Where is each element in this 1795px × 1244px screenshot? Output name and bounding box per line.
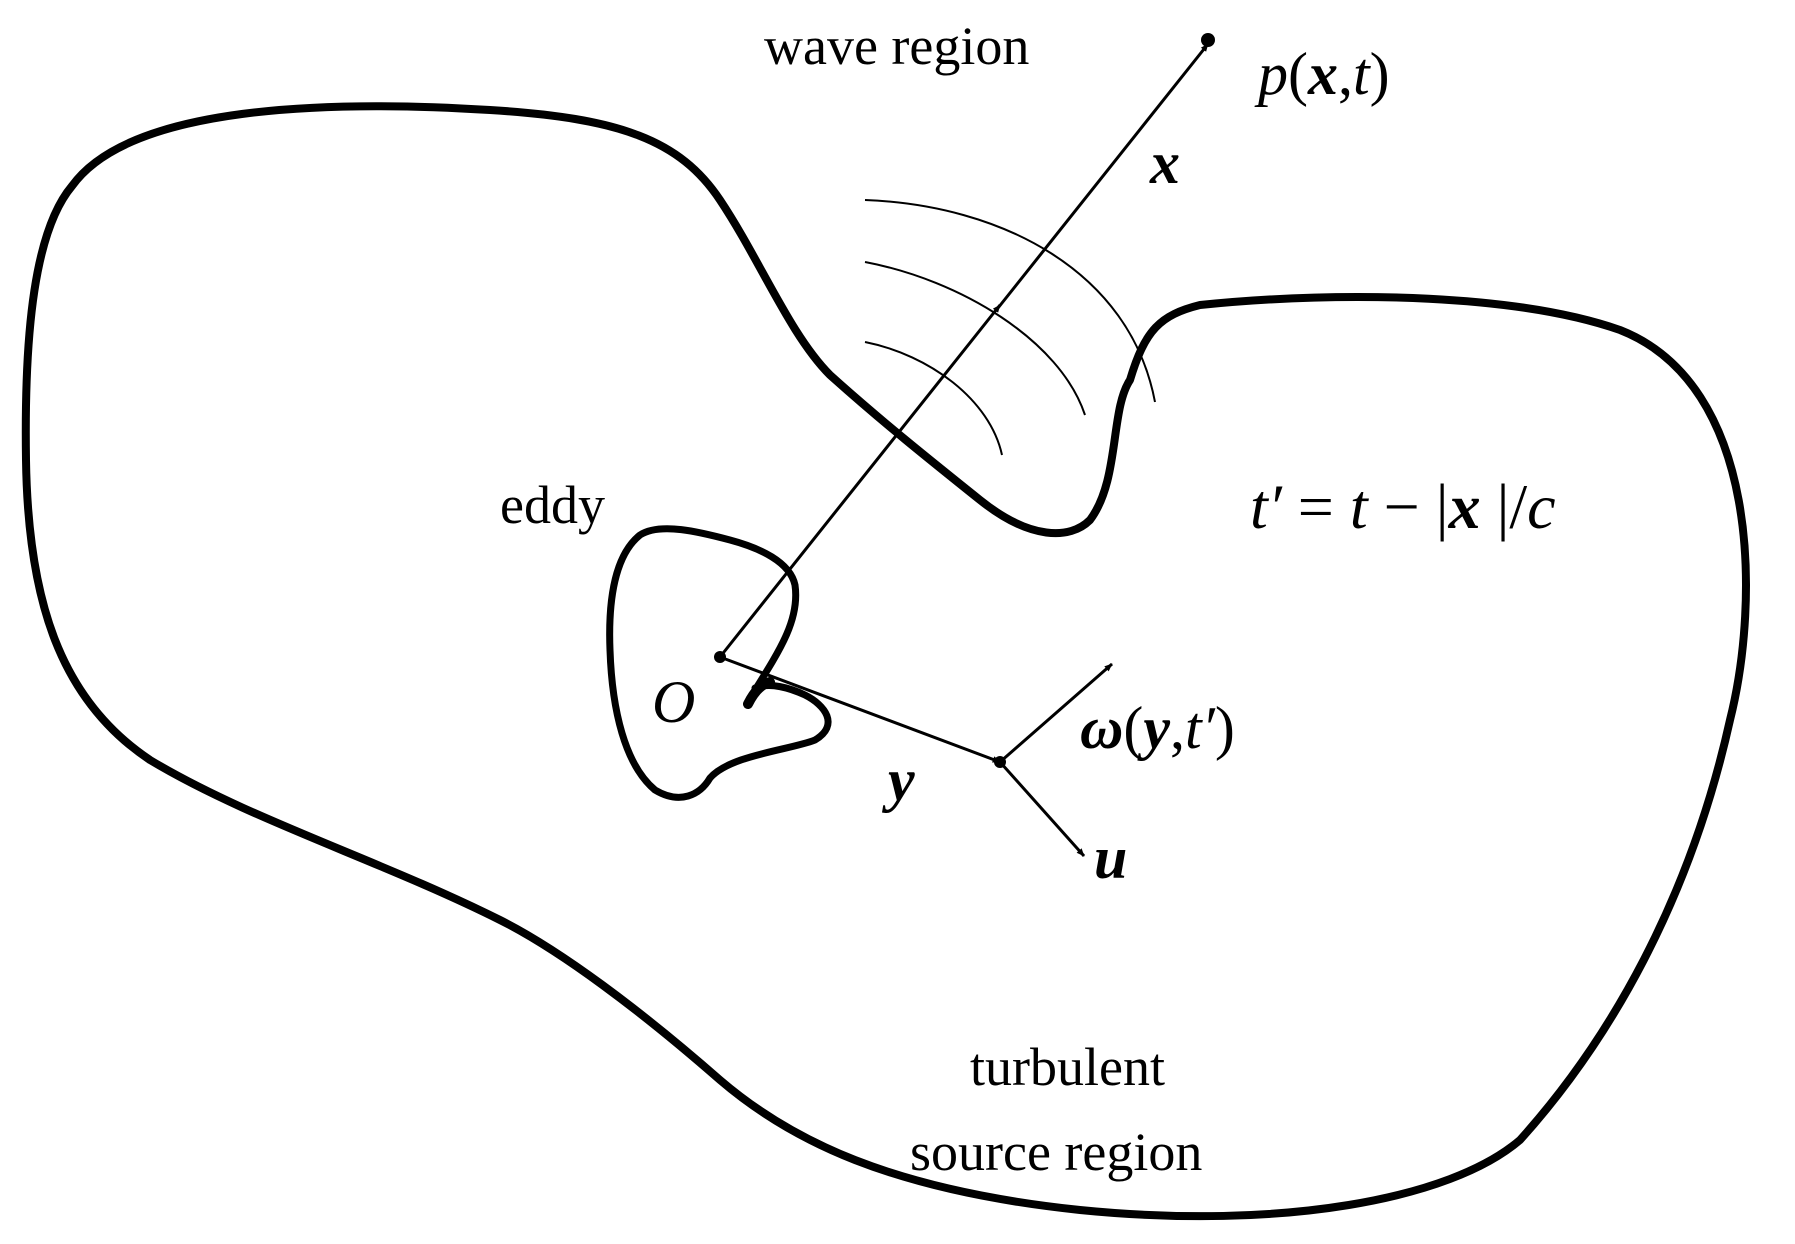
eddy-label: eddy <box>500 475 605 535</box>
x-vector-label: x <box>1149 130 1180 196</box>
y-vector-shaft <box>719 655 1001 764</box>
observer-point <box>1201 33 1215 47</box>
wave-front-arc-3 <box>864 199 1156 403</box>
u-vector-label: u <box>1094 825 1127 891</box>
vorticity-vector <box>999 662 1113 764</box>
x-vector-extension <box>996 43 1210 309</box>
wave-front-arc-2 <box>864 261 1086 416</box>
vorticity-label: ω(y,t′) <box>1080 695 1235 761</box>
origin-label: O <box>652 669 695 735</box>
origin-point <box>714 651 726 663</box>
y-vector-label: y <box>882 747 915 813</box>
eddy-outline <box>606 525 832 801</box>
wave-front-arc-1 <box>864 341 1003 456</box>
velocity-vector <box>998 761 1086 857</box>
eddy-inner-stroke <box>743 677 775 709</box>
x-vector-shaft <box>718 304 1002 658</box>
wave-region-label: wave region <box>764 16 1029 76</box>
turbulent-label-line1: turbulent <box>970 1037 1165 1097</box>
pressure-label: p(x,t) <box>1254 41 1390 107</box>
retarded-time-equation: t′ = t − |x |/c <box>1250 471 1556 542</box>
turbulent-label-line2: source region <box>910 1122 1202 1182</box>
turbulent-region-outline <box>21 102 1750 1221</box>
